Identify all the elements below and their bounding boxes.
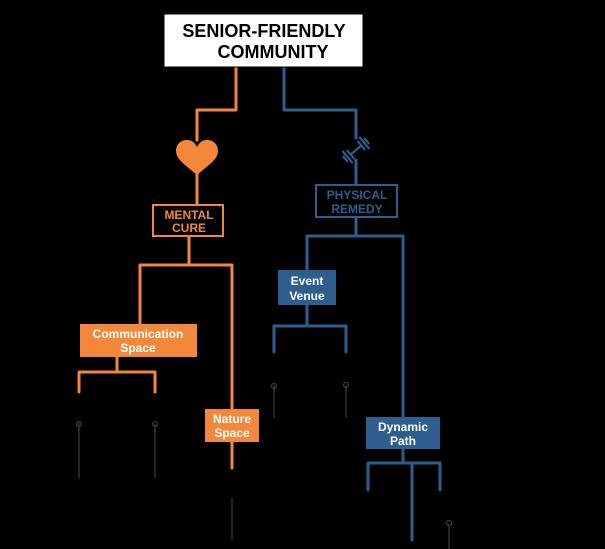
dumbbell-icon bbox=[341, 136, 371, 164]
faint-stems bbox=[75, 381, 453, 549]
physical-remedy-node: PHYSICAL REMEDY bbox=[315, 184, 398, 218]
dynamic-path-node: Dynamic Path bbox=[366, 417, 440, 449]
communication-to-sub-line bbox=[77, 355, 119, 394]
physical-to-children-line bbox=[305, 215, 358, 272]
faint-node bbox=[270, 382, 278, 390]
communication-label-1: Communication bbox=[93, 327, 184, 341]
nature-space-node: Nature Space bbox=[205, 409, 259, 442]
event-label-2: Venue bbox=[289, 289, 325, 303]
dynamic-sub-right-line bbox=[410, 461, 442, 492]
mental-to-nature-line bbox=[187, 263, 234, 412]
communication-sub-right-line bbox=[115, 370, 157, 394]
mental-connectors bbox=[77, 66, 238, 470]
title-box: SENIOR-FRIENDLY COMMUNITY bbox=[163, 13, 364, 68]
title-to-heart-line bbox=[195, 66, 238, 142]
mental-label-1: MENTAL bbox=[164, 208, 213, 222]
event-venue-node: Event Venue bbox=[278, 270, 336, 305]
title-to-dumbbell-line bbox=[282, 66, 358, 140]
physical-label-1: PHYSICAL bbox=[327, 188, 388, 202]
dynamic-label-1: Dynamic bbox=[378, 420, 428, 434]
event-sub-right-line bbox=[305, 324, 348, 354]
faint-node bbox=[75, 420, 83, 428]
communication-space-node: Communication Space bbox=[80, 324, 197, 357]
event-to-sub-line bbox=[272, 303, 309, 354]
dynamic-label-2: Path bbox=[390, 434, 416, 448]
dynamic-sub-mid-line bbox=[401, 461, 414, 542]
title-line-2: COMMUNITY bbox=[218, 42, 329, 62]
nature-label-1: Nature bbox=[213, 412, 251, 426]
faint-node bbox=[342, 381, 350, 389]
communication-label-2: Space bbox=[120, 341, 156, 355]
physical-connectors bbox=[272, 66, 442, 542]
event-label-1: Event bbox=[291, 274, 324, 288]
faint-node bbox=[445, 519, 453, 527]
nature-label-2: Space bbox=[214, 426, 250, 440]
mental-label-2: CURE bbox=[172, 221, 206, 235]
mental-cure-node: MENTAL CURE bbox=[152, 204, 224, 237]
mental-to-children-line bbox=[138, 234, 191, 327]
faint-node bbox=[151, 420, 159, 428]
heart-icon bbox=[176, 140, 218, 175]
physical-to-dynamic-line bbox=[354, 234, 405, 419]
physical-label-2: REMEDY bbox=[331, 202, 382, 216]
dynamic-to-sub-line bbox=[366, 447, 405, 492]
title-line-1: SENIOR-FRIENDLY bbox=[182, 21, 345, 41]
